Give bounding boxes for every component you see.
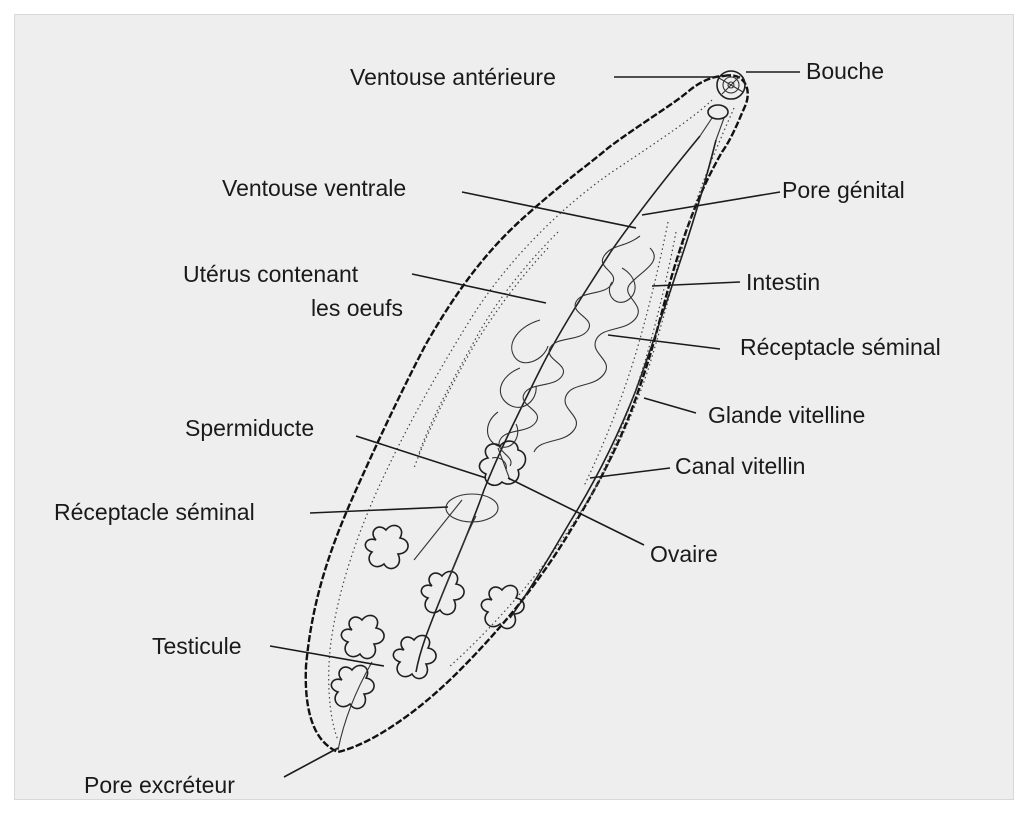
leader-testicule bbox=[270, 646, 384, 666]
label-bouche: Bouche bbox=[806, 58, 884, 84]
leader-pore-genital bbox=[642, 192, 780, 215]
label-uterus-line1: Utérus contenant bbox=[183, 261, 359, 287]
sperm-duct bbox=[414, 500, 476, 600]
label-intestin: Intestin bbox=[746, 269, 820, 295]
label-uterus-line2: les oeufs bbox=[311, 295, 403, 321]
leader-glande-vitelline bbox=[644, 398, 696, 413]
uterus-coils bbox=[488, 236, 655, 466]
label-receptacle-seminal-right: Réceptacle séminal bbox=[740, 334, 941, 360]
leader-uterus bbox=[412, 274, 546, 303]
leader-receptacle-seminal-left bbox=[310, 507, 448, 513]
leader-intestin bbox=[652, 282, 740, 286]
label-ventouse-anterieure: Ventouse antérieure bbox=[350, 64, 556, 90]
label-spermiducte: Spermiducte bbox=[185, 415, 314, 441]
leader-ventouse-ventrale bbox=[462, 192, 636, 228]
vitelline-bands bbox=[414, 222, 676, 494]
testes bbox=[331, 525, 524, 708]
label-ovaire: Ovaire bbox=[650, 541, 718, 567]
leader-receptacle-seminal-right bbox=[608, 335, 720, 349]
label-pore-genital: Pore génital bbox=[782, 177, 905, 203]
label-glande-vitelline: Glande vitelline bbox=[708, 402, 865, 428]
label-testicule: Testicule bbox=[152, 633, 241, 659]
leader-pore-excreteur bbox=[284, 748, 338, 777]
leader-spermiducte bbox=[356, 436, 486, 478]
label-pore-excreteur: Pore excréteur bbox=[84, 772, 235, 798]
label-receptacle-seminal-left: Réceptacle séminal bbox=[54, 499, 255, 525]
pharynx bbox=[700, 105, 728, 140]
seminal-receptacle bbox=[446, 494, 498, 522]
body-inner-margin-right bbox=[448, 108, 734, 668]
label-ventouse-ventrale: Ventouse ventrale bbox=[222, 175, 406, 201]
leader-ovaire bbox=[508, 478, 644, 545]
label-canal-vitellin: Canal vitellin bbox=[675, 453, 805, 479]
labels: Ventouse antérieure Bouche Ventouse vent… bbox=[54, 58, 941, 798]
